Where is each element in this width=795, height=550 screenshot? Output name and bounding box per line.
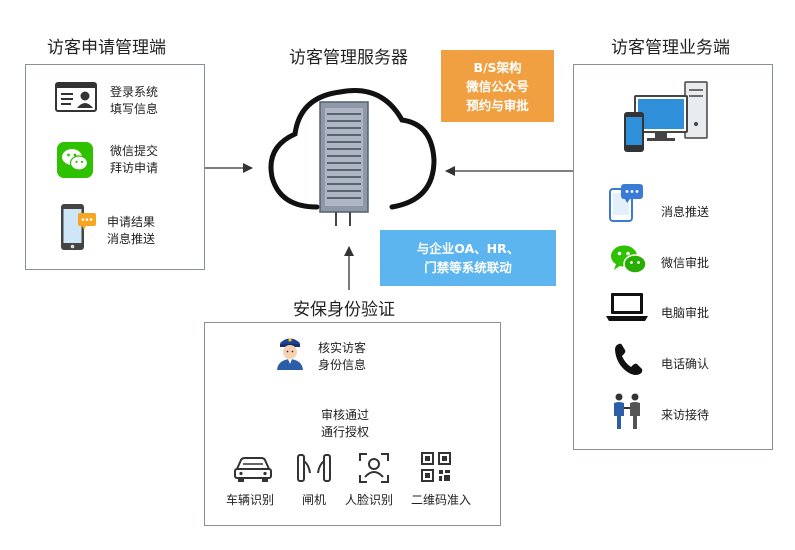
smartphone-notification-icon: [61, 204, 96, 250]
qr-code-icon: [421, 452, 451, 482]
wechat-icon: [57, 142, 93, 178]
security-guard-icon: [277, 338, 303, 370]
right-panel-title: 访客管理业务端: [611, 38, 730, 58]
method-car-label: 车辆识别: [226, 493, 275, 507]
turnstile-gate-icon: [297, 454, 331, 482]
desktop-devices-icon: [624, 81, 708, 152]
authorize-step-label: 审核通过通行授权: [321, 408, 370, 439]
id-card-icon: [55, 82, 97, 112]
security-panel: [204, 322, 501, 526]
cloud-server-icon: [268, 88, 437, 226]
integration-callout: 与企业OA、HR、 门禁等系统联动: [380, 230, 556, 286]
tablet-message-icon: [609, 184, 643, 222]
right-item-2-label: 微信审批: [661, 256, 710, 270]
face-scan-icon: [359, 453, 389, 483]
method-face-label: 人脸识别: [345, 493, 394, 507]
right-item-3-label: 电脑审批: [661, 306, 710, 320]
method-gate-label: 闸机: [302, 493, 327, 507]
car-icon: [234, 457, 272, 482]
right-item-4-label: 电话确认: [661, 357, 710, 371]
wechat-icon: [611, 245, 647, 274]
left-item-2-label: 微信提交拜访申请: [110, 144, 159, 175]
right-item-1-label: 消息推送: [661, 205, 710, 219]
server-title: 访客管理服务器: [289, 48, 408, 68]
left-item-3-label: 申请结果消息推送: [107, 215, 156, 246]
left-item-1-label: 登录系统填写信息: [110, 85, 159, 116]
laptop-icon: [606, 293, 648, 321]
right-item-5-label: 来访接待: [661, 408, 710, 422]
reception-people-icon: [614, 393, 640, 429]
method-qr-label: 二维码准入: [411, 493, 472, 507]
architecture-callout: B/S架构 微信公众号 预约与审批: [441, 50, 554, 122]
verify-step-label: 核实访客身份信息: [318, 341, 367, 372]
phone-handset-icon: [615, 343, 643, 375]
left-panel-title: 访客申请管理端: [47, 38, 166, 58]
security-panel-title: 安保身份验证: [293, 300, 395, 320]
